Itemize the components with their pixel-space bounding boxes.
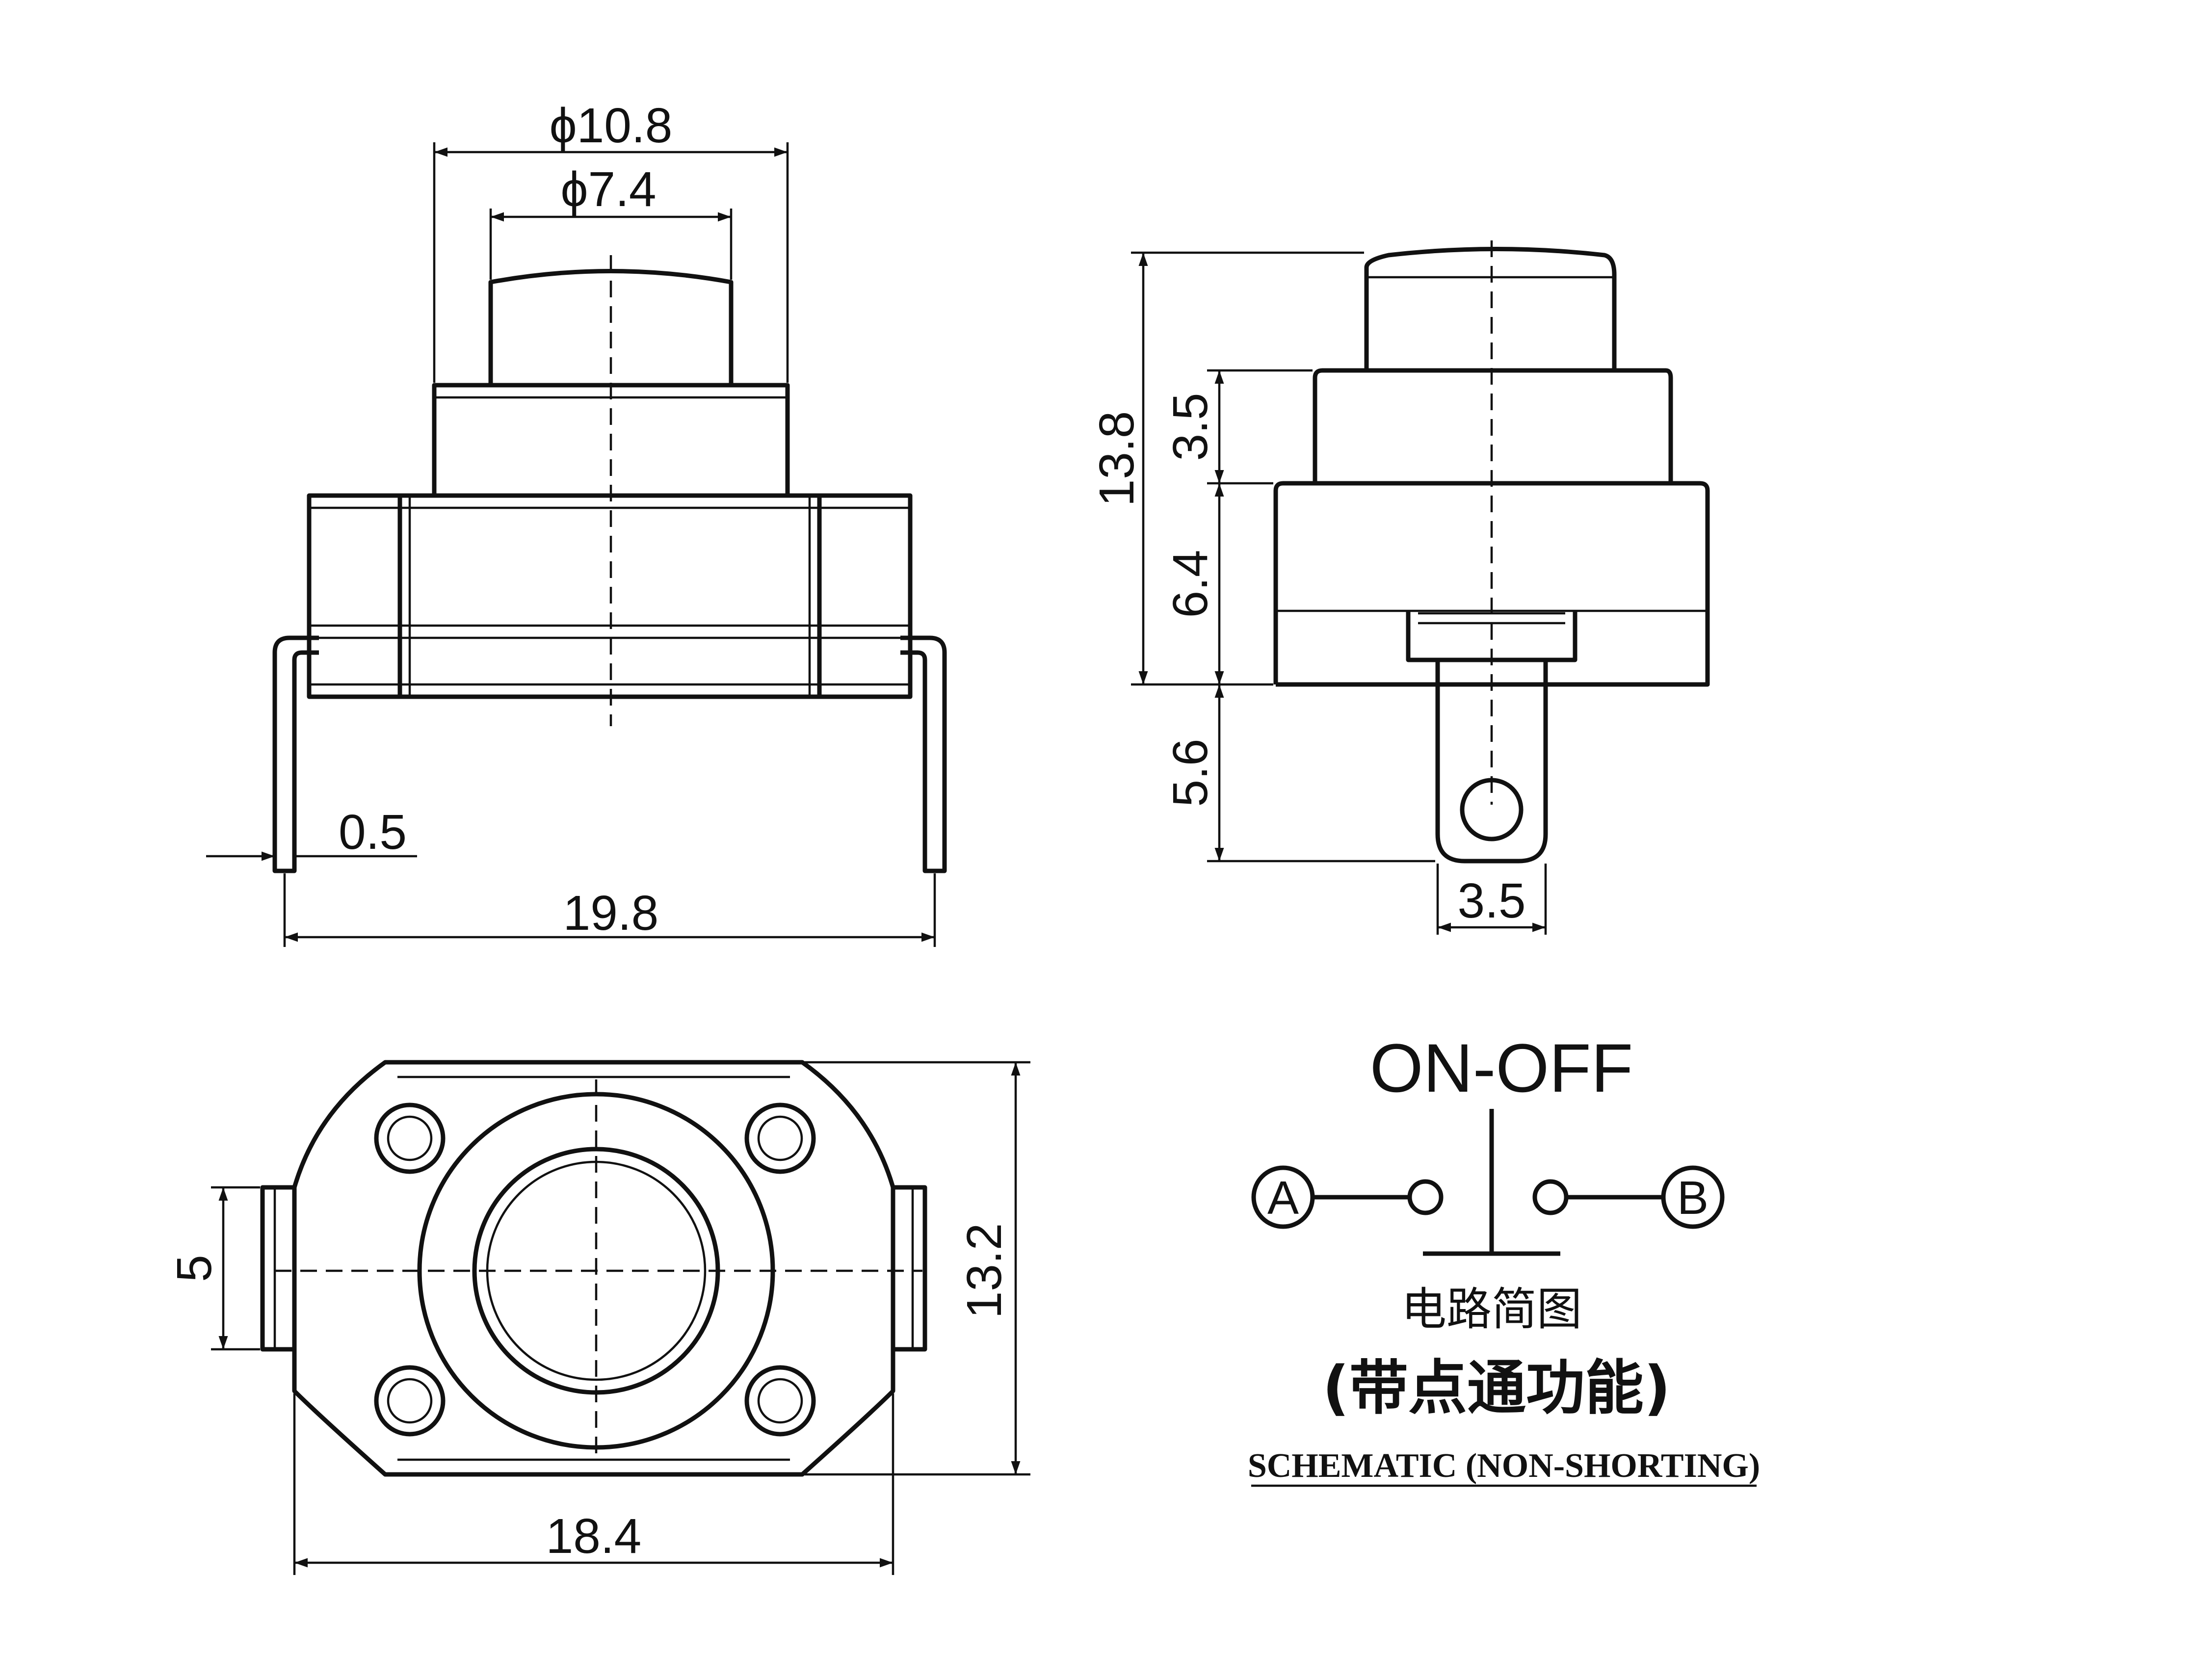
schematic: ON-OFF A B 电路简图 (带点通功能) SCHEMATIC (NON-S…: [1248, 1029, 1760, 1487]
bottom-outline: [292, 1060, 895, 1477]
front-pin-right: [900, 635, 947, 873]
terminal-b-circle: [1661, 1165, 1725, 1229]
side-terminal: [1435, 660, 1548, 864]
schematic-label-cn: 电路简图: [1401, 1283, 1582, 1336]
dim-terminal-width: 3.5: [1457, 873, 1525, 928]
bottom-view: 5 13.2 18.4: [167, 1060, 1030, 1575]
side-body: [1273, 481, 1710, 687]
terminal-b-label: B: [1677, 1172, 1709, 1224]
dim-collar-height: 3.5: [1163, 393, 1218, 461]
dim-cap-inner: ϕ7.4: [560, 162, 656, 217]
dim-total-width: 19.8: [563, 886, 659, 941]
schematic-title: ON-OFF: [1370, 1029, 1633, 1106]
dim-body-height: 6.4: [1163, 550, 1218, 618]
front-view: ϕ10.8 ϕ7.4 0.5 19.8: [206, 98, 947, 947]
mount-hole-br: [744, 1365, 816, 1437]
dim-pin-thickness: 0.5: [339, 805, 407, 860]
schematic-note-cn: (带点通功能): [1322, 1354, 1671, 1422]
mount-hole-tl: [374, 1102, 446, 1174]
dim-total-height: 13.8: [1089, 411, 1144, 507]
dim-body-height-bottom: 13.2: [957, 1223, 1012, 1319]
bottom-tab-left: [260, 1185, 297, 1352]
side-view: 13.8 3.5 6.4 5.6 3.5: [1089, 240, 1710, 935]
side-cap: [1364, 247, 1617, 370]
contact-left: [1407, 1179, 1444, 1215]
bottom-tab-right: [891, 1185, 927, 1352]
mount-hole-tr: [744, 1102, 816, 1174]
schematic-caption-en: SCHEMATIC (NON-SHORTING): [1248, 1447, 1760, 1485]
dim-cap-outer: ϕ10.8: [550, 98, 673, 153]
contact-right: [1532, 1179, 1569, 1215]
mount-hole-bl: [374, 1365, 446, 1437]
front-pin-left: [272, 635, 319, 873]
side-collar: [1313, 368, 1673, 483]
front-body: [307, 493, 913, 699]
dim-body-width: 18.4: [546, 1509, 642, 1564]
dim-tab-height: 5: [167, 1255, 222, 1282]
dim-terminal-length: 5.6: [1163, 738, 1218, 807]
terminal-a-label: A: [1267, 1172, 1299, 1224]
